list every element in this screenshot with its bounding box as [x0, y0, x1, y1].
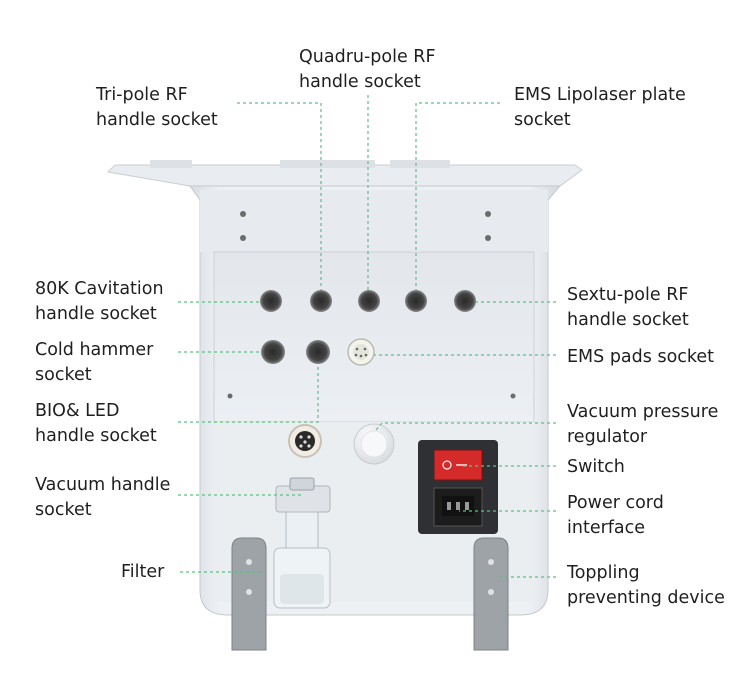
label-switch: Switch	[567, 457, 625, 477]
filter-bottle	[273, 477, 331, 609]
socket-row-1	[260, 290, 476, 312]
socket-row-2	[261, 338, 375, 366]
vacuum-knob	[353, 423, 395, 465]
label-filter: Filter	[121, 562, 165, 582]
bio-led-socket	[288, 424, 322, 458]
top-tray	[106, 160, 583, 187]
power-module	[418, 440, 498, 534]
label-ems-pads: EMS pads socket	[567, 347, 715, 367]
toppling-devices	[231, 537, 509, 651]
leader-lines	[178, 95, 556, 578]
